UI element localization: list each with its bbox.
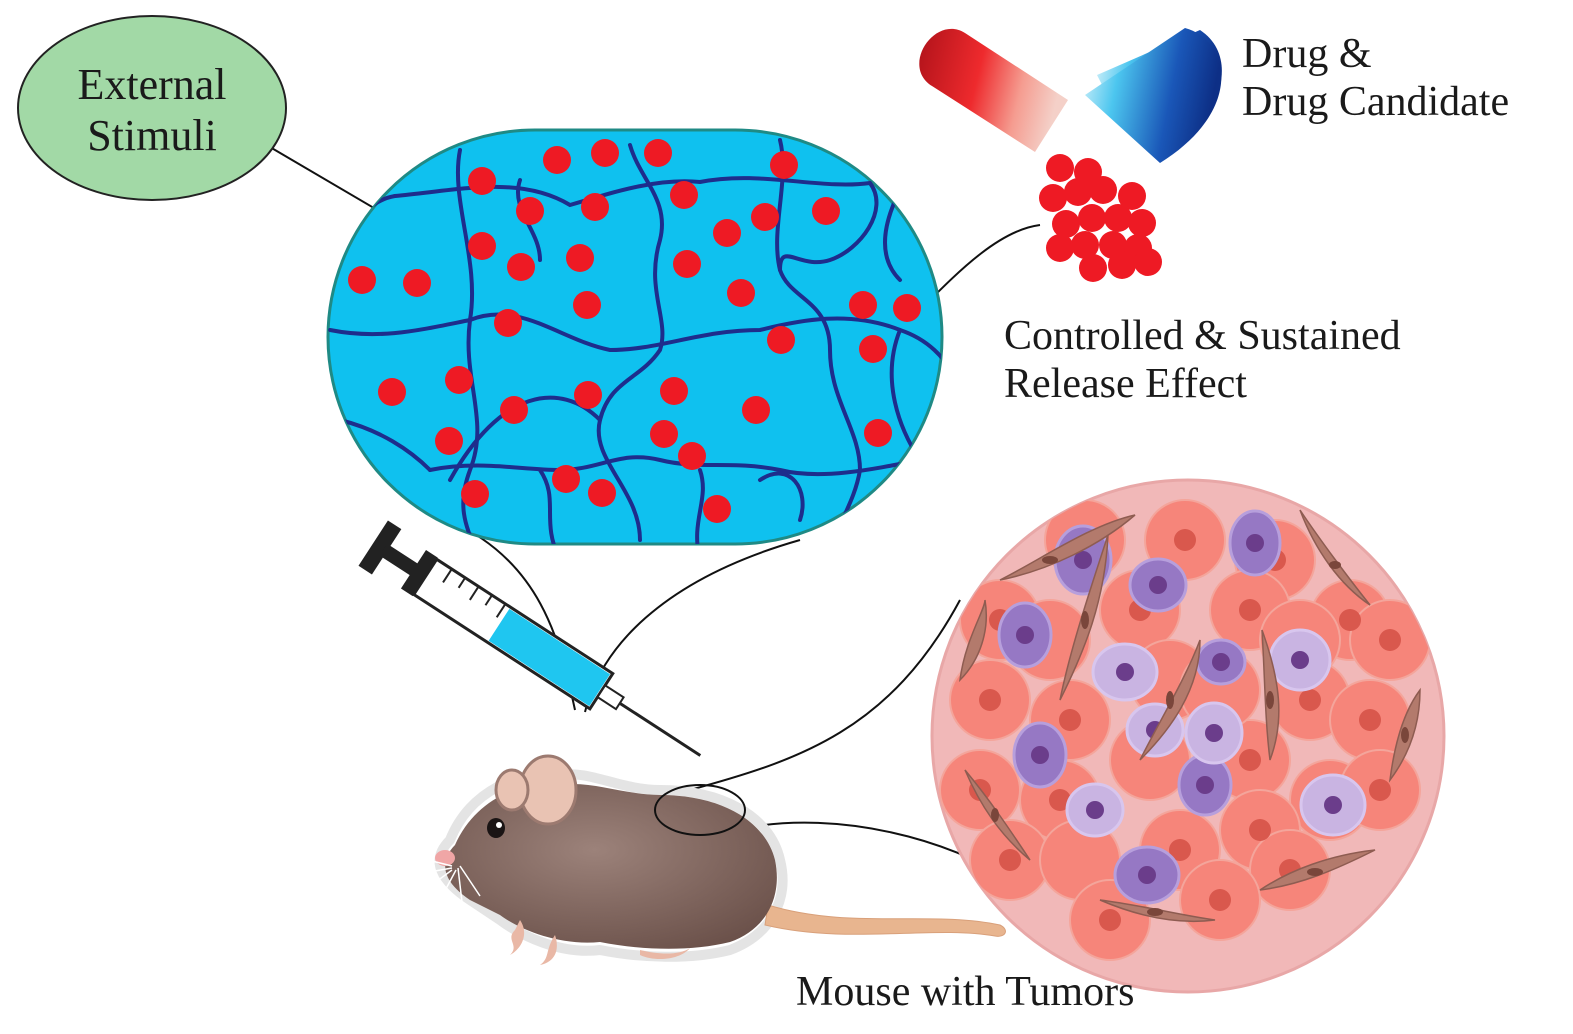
capsule-icon (919, 28, 1222, 163)
hydrogel-network-icon (326, 128, 944, 546)
stimuli-ellipse (17, 15, 287, 201)
release-effect-label: Controlled & Sustained Release Effect (1004, 312, 1401, 409)
mouse-icon (417, 754, 1006, 965)
mouse-label-text: Mouse with Tumors (796, 969, 1135, 1015)
external-stimuli-line2: Stimuli (87, 110, 217, 160)
syringe-icon (358, 520, 702, 757)
drug-particles-cluster (1039, 154, 1162, 282)
tumor-tissue-icon (930, 478, 1446, 994)
external-stimuli-label: External Stimuli (18, 60, 286, 161)
release-label-line1: Controlled & Sustained (1004, 313, 1401, 359)
drug-label-line2: Drug Candidate (1242, 79, 1510, 126)
external-stimuli-line1: External (77, 60, 227, 109)
drug-label: Drug & Drug Candidate (1242, 30, 1509, 127)
release-label-line2: Release Effect (1004, 361, 1247, 408)
mouse-tumors-label: Mouse with Tumors (796, 968, 1134, 1016)
drug-label-line1: Drug & (1242, 31, 1372, 77)
